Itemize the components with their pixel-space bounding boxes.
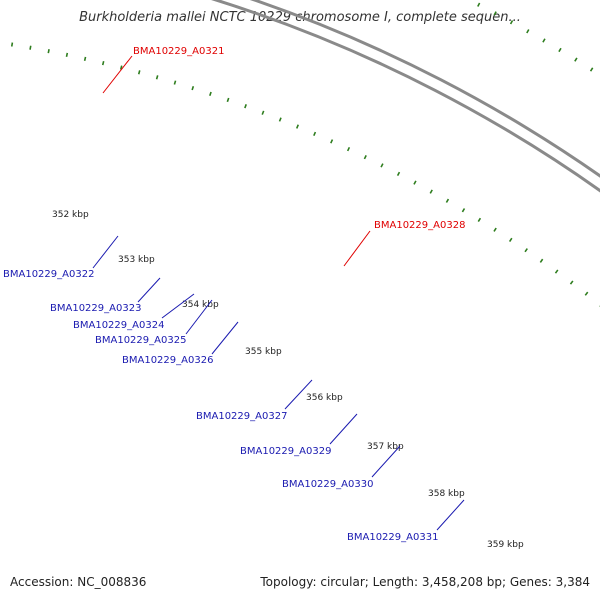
scale-label: 352 kbp [52,210,89,220]
inner-tick-ring [0,40,600,307]
gene-label-leader [185,299,213,335]
gene-label[interactable]: BMA10229_A0325 [95,335,186,346]
gene-label-leader [211,321,239,355]
gene-label-leader [371,445,401,478]
scale-label: 353 kbp [118,255,155,265]
accession-text: Accession: NC_008836 [10,575,147,589]
gene-label[interactable]: BMA10229_A0329 [240,446,331,457]
scale-label: 354 kbp [182,300,219,310]
gene-label[interactable]: BMA10229_A0327 [196,411,287,422]
summary-text: Topology: circular; Length: 3,458,208 bp… [260,575,590,589]
gene-label-leader [329,413,358,445]
gene-label[interactable]: BMA10229_A0330 [282,479,373,490]
gene-label-leader [343,230,371,267]
gene-label[interactable]: BMA10229_A0323 [50,303,141,314]
scale-label: 355 kbp [245,347,282,357]
gene-label-leader [102,55,133,94]
gene-label[interactable]: BMA10229_A0321 [133,46,224,57]
gene-label[interactable]: BMA10229_A0326 [122,355,213,366]
scale-label: 356 kbp [306,393,343,403]
gene-label[interactable]: BMA10229_A0331 [347,532,438,543]
gene-label-leader [284,379,313,410]
scale-label: 357 kbp [367,442,404,452]
backbone-inner [210,0,600,193]
gene-label[interactable]: BMA10229_A0322 [3,269,94,280]
backbone-outer [249,0,600,178]
gene-label[interactable]: BMA10229_A0328 [374,220,465,231]
scale-label: 358 kbp [428,489,465,499]
gene-label-leader [161,293,195,319]
gene-label-leader [137,277,161,303]
scale-label: 359 kbp [487,540,524,550]
gene-label-leader [92,235,119,269]
gene-label[interactable]: BMA10229_A0324 [73,320,164,331]
gene-label-leader [436,499,465,531]
